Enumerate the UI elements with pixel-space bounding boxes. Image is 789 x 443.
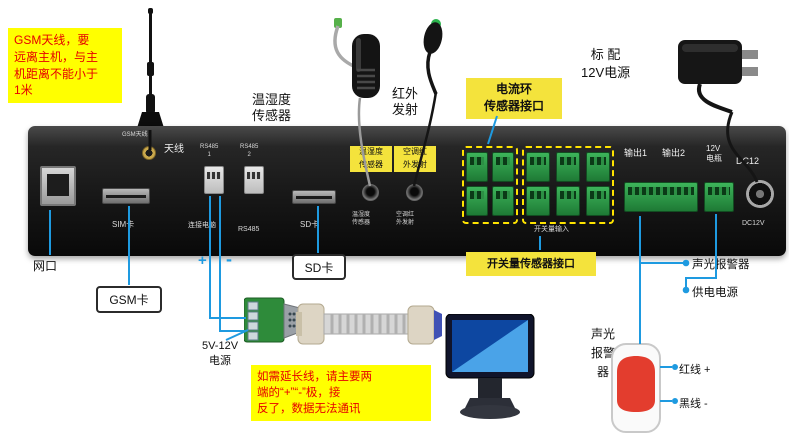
rs485-2-text: RS485 2: [240, 144, 259, 158]
alarm-label-dot: [682, 259, 690, 267]
dc12-text: DC12: [736, 156, 760, 166]
extension-cable-note: 如需延长线，请主要两 端的“+”“-”极，接 反了，数据无法通讯: [251, 365, 431, 422]
alarm-vertical-label: 声光 报警 器: [591, 327, 616, 380]
panel-gsm-antenna-text: GSM天线: [122, 132, 148, 138]
sd-card-slot: [292, 190, 336, 204]
red-wire-label: 红线 +: [679, 364, 711, 376]
monitor-illustration: [445, 314, 535, 419]
temp-humidity-sensor-label: 温湿度 传感器: [252, 92, 292, 124]
rs232-converter-illustration: [244, 297, 301, 343]
battery-text: 12V 电瓶: [706, 144, 722, 163]
black-wire-dot: [672, 398, 678, 404]
battery-terminal: [704, 182, 734, 212]
current-loop-highlight-box: [462, 146, 518, 224]
current-loop-terminal: [492, 186, 514, 216]
temp-sensor-small-text: 温湿度 传感器: [352, 212, 371, 226]
ir-transmitter-label: 红外 发射: [392, 86, 419, 118]
pc-power-label: 5V-12V 电源: [201, 340, 239, 367]
power-adapter-illustration: [678, 40, 758, 114]
sim-card-slot: [102, 188, 150, 204]
switch-input-terminal: [526, 186, 550, 216]
switch-input-terminal: [526, 152, 550, 182]
switch-input-terminal: [556, 186, 580, 216]
current-loop-terminal: [492, 152, 514, 182]
current-loop-interface-label: 电流环 传感器接口: [466, 78, 562, 119]
rs485-port-1: [204, 166, 224, 194]
alarm-illustration: [611, 343, 661, 433]
output-terminal: [624, 182, 698, 212]
ir-transmitter-illustration: [423, 19, 443, 95]
switch-input-highlight-box: [522, 146, 614, 224]
output1-text: 输出1: [624, 148, 648, 158]
net-port-label: 网口: [33, 259, 58, 273]
antenna-connector: [142, 146, 156, 160]
sd-slot-text: SD卡: [300, 220, 320, 229]
red-wire-dot: [672, 364, 678, 370]
switch-input-terminal: [586, 186, 610, 216]
ac-ir-small-text: 空调红 外发射: [396, 212, 415, 226]
ac-ir-tag: 空调红 外发射: [394, 146, 436, 172]
ethernet-port: [40, 166, 76, 206]
gsm-antenna-note: GSM天线，要 远离主机，与主 机距离不能小于 1米: [8, 28, 122, 104]
psu-label: 标 配 12V电源: [581, 47, 631, 80]
output2-text: 输出2: [662, 148, 686, 158]
minus-mark: -: [226, 249, 232, 269]
device-panel: GSM天线 天线 RS485 1 RS485 2 SIM卡 连接电脑 RS485…: [28, 126, 786, 256]
temp-sensor-tag: 温湿度 传感器: [350, 146, 392, 172]
ir-jack: [406, 184, 423, 201]
rs485-port-2: [244, 166, 264, 194]
alarm-label: 声光报警器: [692, 259, 750, 271]
switch-input-text: 开关量输入: [534, 226, 569, 233]
current-loop-terminal: [466, 152, 488, 182]
rs485-small-text: RS485: [238, 226, 260, 233]
gsm-card-label: GSM卡: [96, 286, 162, 313]
sd-card-label: SD卡: [292, 254, 346, 280]
switch-input-terminal: [586, 152, 610, 182]
power-in-label: 供电电源: [692, 287, 738, 299]
black-wire-label: 黑线 -: [679, 398, 708, 410]
sim-card-text: SIM卡: [112, 220, 135, 229]
power-in-dot: [682, 286, 690, 294]
rs485-1-text: RS485 1: [200, 144, 219, 158]
panel-antenna-text: 天线: [164, 144, 184, 155]
serial-cable-illustration: [296, 303, 442, 345]
switch-input-terminal: [556, 152, 580, 182]
plus-mark: +: [198, 252, 207, 269]
temp-sensor-jack: [362, 184, 379, 201]
dc-power-jack: [746, 180, 774, 208]
connect-pc-text: 连接电脑: [188, 222, 216, 229]
temp-humidity-sensor-illustration: [333, 18, 380, 98]
current-loop-terminal: [466, 186, 488, 216]
dc12v-text: DC12V: [742, 220, 765, 227]
gsm-antenna-illustration: [136, 8, 165, 133]
switch-interface-label: 开关量传感器接口: [466, 252, 596, 276]
